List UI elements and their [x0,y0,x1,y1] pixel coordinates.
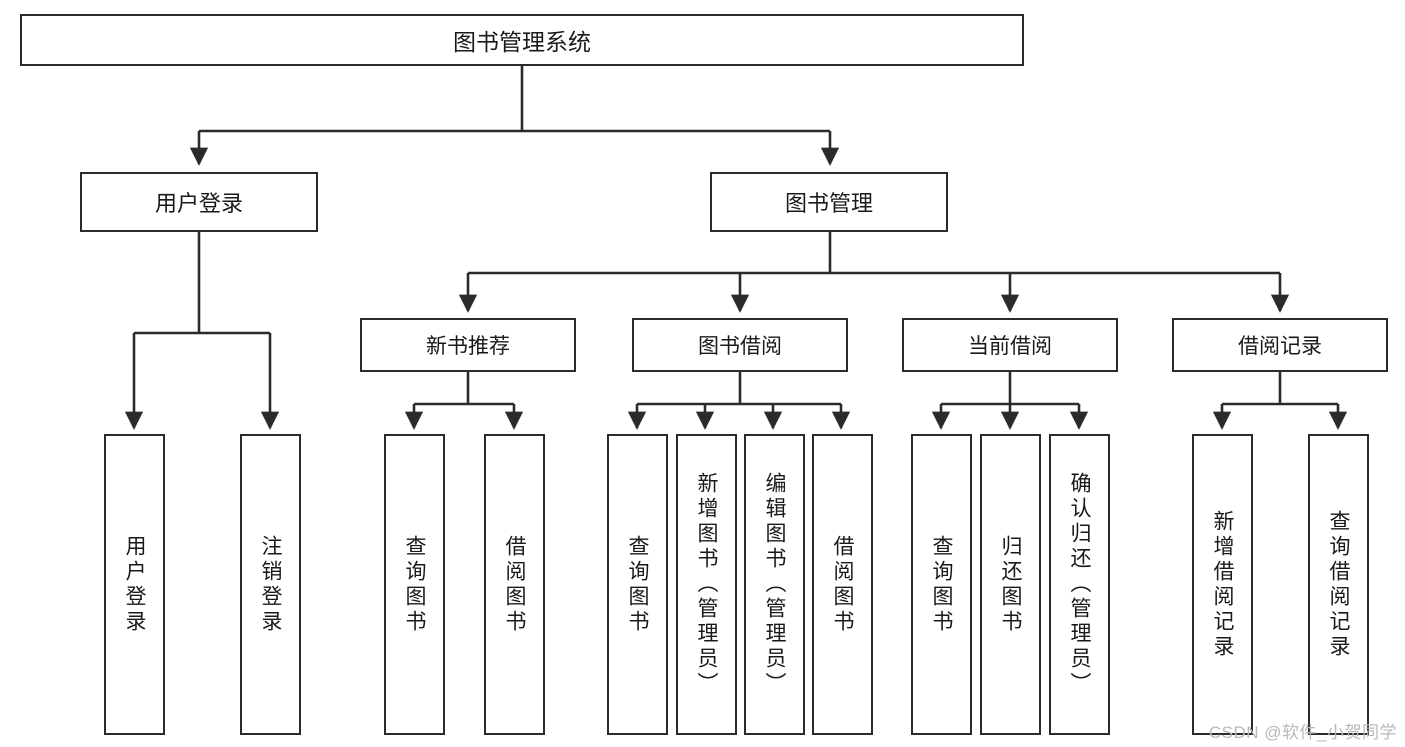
leaf-query-borrow-record[interactable]: 查询借阅记录 [1308,434,1369,735]
node-label: 确认归还（管理员） [1068,472,1091,697]
leaf-add-book-admin[interactable]: 新增图书（管理员） [676,434,737,735]
node-label: 注销登录 [259,534,282,635]
node-book-management[interactable]: 图书管理 [710,172,948,232]
node-label: 查询图书 [403,534,426,635]
leaf-edit-book-admin[interactable]: 编辑图书（管理员） [744,434,805,735]
csdn-watermark: CSDN @软件_小贺同学 [1208,723,1397,742]
node-label: 编辑图书（管理员） [763,472,786,697]
leaf-query-book-recommend[interactable]: 查询图书 [384,434,445,735]
node-label: 当前借阅 [968,335,1052,358]
node-label: 新增图书（管理员） [695,472,718,697]
leaf-borrow-book[interactable]: 借阅图书 [812,434,873,735]
leaf-query-book-borrow[interactable]: 查询图书 [607,434,668,735]
node-label: 用户登录 [154,191,243,216]
node-label: 新书推荐 [426,335,510,358]
node-book-borrow[interactable]: 图书借阅 [632,318,848,372]
node-current-borrow[interactable]: 当前借阅 [902,318,1118,372]
leaf-return-book[interactable]: 归还图书 [980,434,1041,735]
leaf-logout[interactable]: 注销登录 [240,434,301,735]
leaf-query-book-current[interactable]: 查询图书 [911,434,972,735]
leaf-confirm-return-admin[interactable]: 确认归还（管理员） [1049,434,1110,735]
node-label: 借阅图书 [503,534,526,635]
node-new-book-recommend[interactable]: 新书推荐 [360,318,576,372]
node-label: 图书借阅 [698,335,782,358]
node-label: 借阅记录 [1238,335,1322,358]
node-label: 查询借阅记录 [1327,509,1350,660]
node-label: 查询图书 [930,534,953,635]
leaf-add-borrow-record[interactable]: 新增借阅记录 [1192,434,1253,735]
node-label: 图书管理 [784,191,873,216]
node-label: 查询图书 [626,534,649,635]
leaf-user-login[interactable]: 用户登录 [104,434,165,735]
leaf-borrow-book-recommend[interactable]: 借阅图书 [484,434,545,735]
node-root-system[interactable]: 图书管理系统 [20,14,1024,66]
node-label: 借阅图书 [831,534,854,635]
node-label: 用户登录 [123,534,146,635]
node-user-login[interactable]: 用户登录 [80,172,318,232]
node-label: 归还图书 [999,534,1022,635]
node-borrow-record[interactable]: 借阅记录 [1172,318,1388,372]
node-label: 新增借阅记录 [1211,509,1234,660]
node-label: 图书管理系统 [453,29,591,55]
